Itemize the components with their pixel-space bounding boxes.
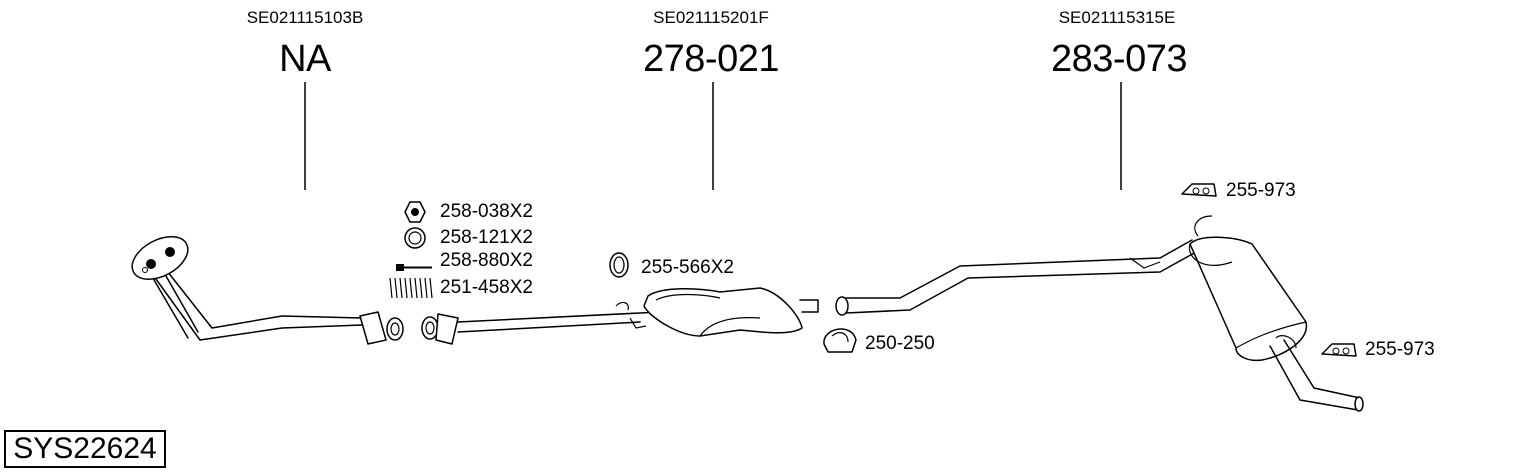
accessory-label-sealing-ring: 255-566X2 (641, 257, 734, 278)
accessory-label-rubber-mount-upper: 255-973 (1226, 180, 1296, 201)
gasket-ring-icon (404, 227, 426, 249)
accessory-label-clamp: 250-250 (865, 333, 935, 354)
part-number-front-pipe: NA (279, 38, 331, 80)
accessory-label-spring: 251-458X2 (440, 277, 533, 298)
accessory-label-bolt: 258-880X2 (440, 250, 533, 271)
bolt-icon (396, 264, 432, 271)
accessory-label-gasket: 258-121X2 (440, 227, 533, 248)
accessory-label-rubber-mount-lower: 255-973 (1365, 339, 1435, 360)
system-code-label: SYS22624 (4, 430, 166, 468)
spring-icon (389, 277, 433, 299)
clamp-icon (823, 328, 857, 353)
rubber-mount-icon (1181, 183, 1217, 197)
front-pipe (131, 236, 404, 345)
rear-silencer (835, 215, 1364, 412)
center-silencer (421, 287, 819, 345)
sealing-ring-icon (609, 252, 629, 278)
oe-number-front-pipe: SE021115103B (246, 8, 364, 27)
part-number-center-silencer: 278-021 (643, 38, 779, 80)
oe-number-center-silencer: SE021115201F (653, 8, 769, 27)
oe-number-rear-silencer: SE021115315E (1058, 8, 1176, 27)
accessory-label-nut: 258-038X2 (440, 201, 533, 222)
part-number-rear-silencer: 283-073 (1051, 38, 1187, 80)
rubber-mount-icon (1321, 343, 1357, 357)
nut-icon (404, 201, 426, 223)
